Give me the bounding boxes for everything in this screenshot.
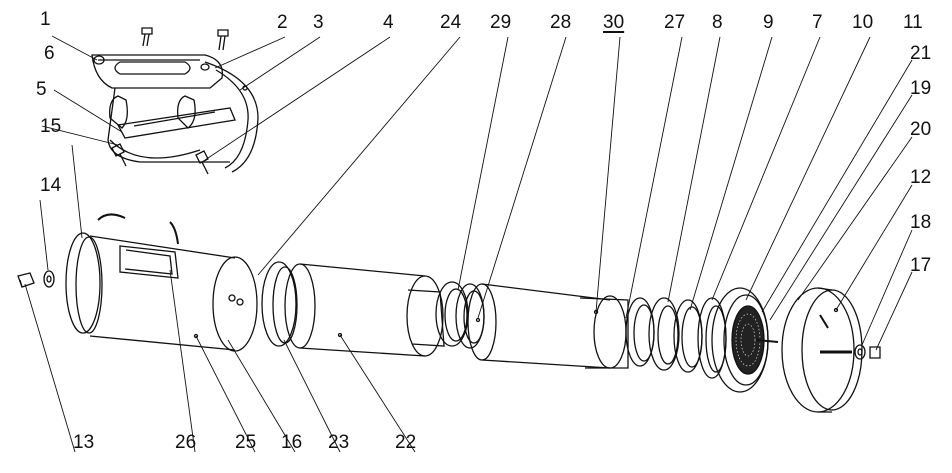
- label-part-5: 5: [36, 79, 47, 100]
- label-part-26: 26: [175, 432, 197, 453]
- label-part-12: 12: [910, 167, 932, 188]
- label-part-29: 29: [490, 12, 512, 33]
- label-part-10: 10: [852, 12, 874, 33]
- label-part-3: 3: [313, 12, 324, 33]
- ring-set-b: [625, 297, 727, 379]
- label-part-13: 13: [73, 432, 95, 453]
- label-part-22: 22: [395, 432, 417, 453]
- label-part-15: 15: [40, 116, 62, 137]
- label-part-9: 9: [763, 12, 774, 33]
- nut-part: [17, 272, 35, 288]
- label-part-20: 20: [910, 119, 932, 140]
- main-tube: [284, 263, 445, 357]
- label-part-16: 16: [281, 432, 303, 453]
- mounting-bracket-assembly: [91, 54, 259, 173]
- label-part-21: 21: [910, 43, 932, 64]
- cap-washer: [854, 344, 866, 360]
- label-part-6: 6: [44, 43, 55, 64]
- label-part-14: 14: [40, 175, 62, 196]
- label-part-11: 11: [903, 12, 923, 33]
- label-part-4: 4: [383, 12, 394, 33]
- label-part-7: 7: [812, 12, 823, 33]
- label-part-23: 23: [328, 432, 350, 453]
- label-part-18: 18: [910, 212, 932, 233]
- cap-nut: [869, 346, 881, 359]
- end-cap: [781, 287, 863, 413]
- bolt-screws: [111, 27, 229, 175]
- label-part-17: 17: [910, 255, 932, 276]
- label-part-27: 27: [664, 12, 686, 33]
- label-part-25: 25: [235, 432, 257, 453]
- leader-lines: [24, 35, 913, 453]
- label-part-8: 8: [712, 12, 723, 33]
- label-part-2: 2: [277, 12, 288, 33]
- inner-cylinder: [467, 283, 629, 369]
- label-part-19: 19: [910, 78, 932, 99]
- grate-disk: [711, 287, 779, 393]
- sealing-ring: [261, 261, 298, 347]
- housing-cylinder: [65, 213, 258, 352]
- washer-part: [43, 270, 55, 288]
- label-part-28: 28: [550, 12, 572, 33]
- label-part-1: 1: [40, 9, 51, 30]
- label-part-30: 30: [603, 12, 625, 33]
- label-part-24: 24: [440, 12, 462, 33]
